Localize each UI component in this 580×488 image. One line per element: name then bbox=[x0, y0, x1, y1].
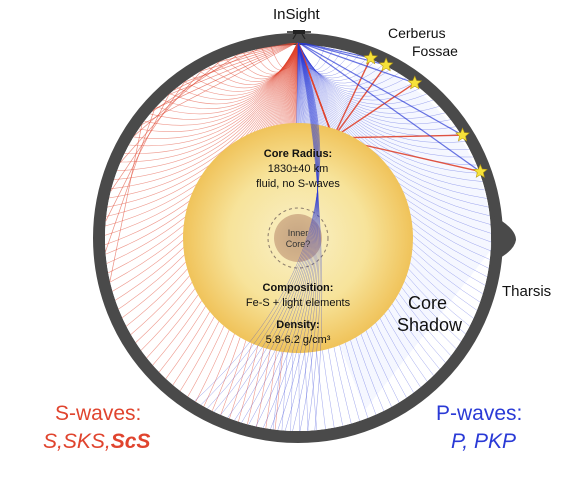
p-wave-ray bbox=[297, 43, 485, 191]
density-value: 5.8-6.2 g/cm³ bbox=[265, 334, 331, 346]
quake-stars bbox=[363, 50, 488, 178]
pkp-ray bbox=[227, 41, 319, 418]
pkp-ray bbox=[200, 41, 320, 405]
p-direct-ray bbox=[297, 43, 415, 84]
insight-lander-icon bbox=[287, 30, 311, 40]
s-wave-ray bbox=[128, 43, 299, 147]
s-wave-multiple bbox=[105, 43, 299, 252]
s-wave-ray bbox=[120, 43, 299, 163]
pkp-ray bbox=[277, 41, 319, 430]
density-block: Density: 5.8-6.2 g/cm³ bbox=[218, 318, 378, 348]
inner-core-line2: Core? bbox=[285, 239, 311, 249]
composition-title: Composition: bbox=[262, 282, 334, 294]
core-radius-block: Core Radius: 1830±40 km fluid, no S-wave… bbox=[218, 147, 378, 192]
pkp-ray bbox=[270, 41, 318, 430]
s-wave-multiple bbox=[109, 43, 299, 282]
p-waves-title: P-waves: bbox=[436, 402, 523, 425]
inner-core-boundary bbox=[267, 207, 329, 269]
composition-value: Fe-S + light elements bbox=[245, 297, 351, 309]
pkp-ray bbox=[262, 41, 318, 428]
insight-label: InSight bbox=[273, 6, 320, 23]
p-wave-ray bbox=[297, 43, 427, 105]
core-shadow-label-line2: Shadow bbox=[397, 315, 463, 335]
s-wave-ray bbox=[111, 43, 299, 189]
s-wave-multiple bbox=[120, 43, 299, 163]
pkp-ray bbox=[220, 41, 319, 416]
tharsis-label: Tharsis bbox=[502, 283, 552, 300]
core-radius-title: Core Radius: bbox=[263, 148, 333, 160]
p-direct-ray bbox=[297, 43, 481, 173]
p-wave-ray bbox=[297, 43, 451, 125]
s-wave-ray bbox=[144, 43, 299, 126]
s-wave-multiple bbox=[152, 43, 299, 112]
tharsis-bulge bbox=[492, 215, 516, 262]
pkp-ray bbox=[213, 41, 320, 412]
p-wave-ray bbox=[297, 43, 384, 84]
core-radius-value: 1830±40 km bbox=[267, 163, 329, 175]
p-wave-ray bbox=[297, 43, 399, 90]
s-waves-title: S-waves: bbox=[55, 402, 142, 425]
cerberus-label-line1: Cerberus bbox=[388, 25, 446, 41]
pkp-ray bbox=[248, 41, 319, 425]
inner-core-line1: Inner bbox=[287, 228, 309, 238]
s-wave-ray bbox=[113, 43, 299, 180]
core-crossing-rays bbox=[194, 41, 323, 432]
p-wave-ray bbox=[297, 43, 368, 79]
quake-star-icon bbox=[455, 127, 470, 142]
s-waves-phases-plain: S,SKS, bbox=[43, 430, 111, 453]
core-shadow-label-line1: Core bbox=[408, 293, 448, 313]
pkp-ray bbox=[207, 41, 320, 409]
s-wave-multiple bbox=[105, 43, 299, 222]
quake-star-icon bbox=[407, 75, 423, 90]
s-waves-phases: S,SKS,ScS bbox=[43, 430, 150, 454]
pkp-ray bbox=[297, 41, 321, 431]
mantle-shell bbox=[93, 33, 516, 443]
s-wave-multiple bbox=[134, 43, 299, 136]
p-waves-phases: P, PKP bbox=[451, 430, 516, 453]
core-radius-note: fluid, no S-waves bbox=[256, 178, 340, 190]
inner-core-label: Inner Core? bbox=[268, 228, 328, 250]
density-title: Density: bbox=[276, 319, 320, 331]
quake-star-icon bbox=[363, 50, 379, 65]
s-wave-multiple bbox=[110, 43, 299, 192]
p-direct-ray bbox=[297, 43, 463, 136]
pkp-ray bbox=[194, 41, 321, 402]
p-wave-ray bbox=[297, 43, 421, 101]
s-waves-phase-scs: ScS bbox=[110, 430, 151, 453]
p-wave-ray bbox=[297, 43, 440, 114]
pkp-ray bbox=[292, 41, 319, 431]
pkp-ray bbox=[241, 41, 319, 423]
pkp-ray bbox=[255, 41, 318, 427]
p-wave-ray bbox=[297, 43, 407, 93]
composition-block: Composition: Fe-S + light elements bbox=[218, 281, 378, 311]
s-wave-ray bbox=[117, 43, 299, 171]
p-wave-ray bbox=[297, 43, 456, 131]
p-wave-ray bbox=[297, 43, 477, 166]
p-wave-ray bbox=[297, 43, 483, 182]
s-wave-ray bbox=[138, 43, 299, 133]
s-wave-ray bbox=[109, 43, 299, 199]
p-wave-ray bbox=[297, 43, 470, 150]
cerberus-label-line2: Fossae bbox=[412, 43, 458, 59]
p-wave-ray bbox=[297, 43, 474, 158]
p-wave-ray bbox=[297, 43, 466, 143]
p-wave-ray bbox=[297, 43, 446, 119]
quake-star-icon bbox=[378, 57, 394, 72]
p-wave-ray bbox=[297, 43, 414, 97]
s-wave-ray bbox=[133, 43, 299, 139]
s-wave-ray bbox=[124, 43, 299, 154]
pkp-ray bbox=[234, 41, 319, 421]
quake-star-icon bbox=[472, 163, 488, 178]
pkp-ray bbox=[297, 41, 320, 432]
pkp-ray bbox=[297, 41, 323, 431]
pkp-ray bbox=[284, 41, 319, 431]
